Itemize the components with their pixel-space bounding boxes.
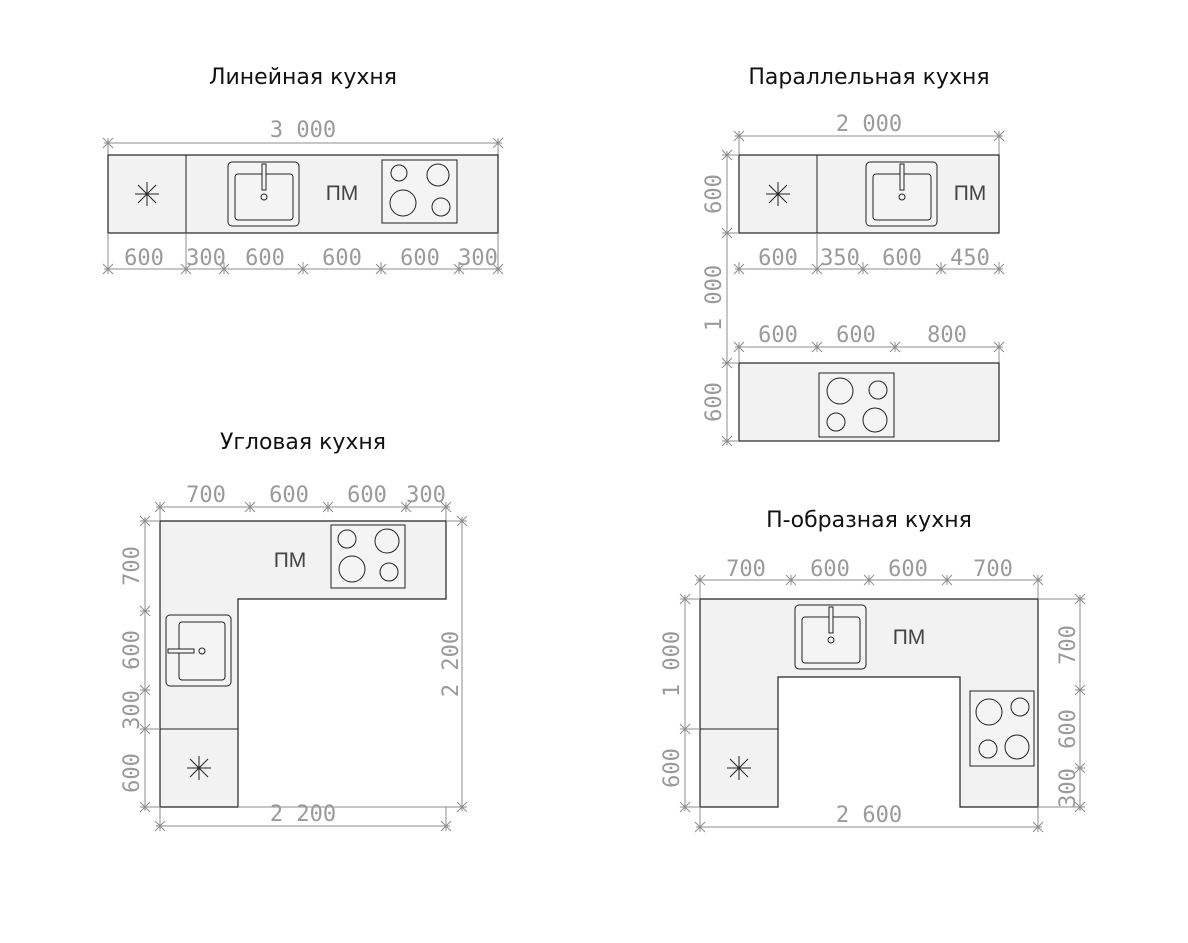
u-top-segment-dimension: 600 — [888, 557, 928, 582]
linear-total-dimension: 3 000 — [270, 118, 336, 143]
parallel-top-segment-dimension: 600 — [758, 246, 798, 271]
u-shaped-kitchen: П-образная кухня 700 600 600 700 ПМ — [660, 508, 1086, 833]
corner-kitchen: Угловая кухня 700 600 600 300 ПМ — [120, 430, 468, 832]
u-right-segment-dimension: 600 — [1056, 709, 1081, 749]
parallel-bottom-segment-dimension: 600 — [836, 323, 876, 348]
linear-segment-dimension: 600 — [124, 246, 164, 271]
sink-icon — [165, 614, 232, 687]
parallel-kitchen-title: Параллельная кухня — [748, 65, 989, 90]
u-right-segment-dimension: 300 — [1056, 768, 1081, 808]
corner-top-segment-dimension: 600 — [269, 483, 309, 508]
linear-segment-dimension: 600 — [245, 246, 285, 271]
u-top-segment-dimension: 700 — [973, 557, 1013, 582]
u-left-segment-dimension: 600 — [660, 748, 685, 788]
linear-kitchen: Линейная кухня 3 000 ПМ — [102, 65, 504, 275]
linear-segment-dimension: 600 — [400, 246, 440, 271]
corner-top-segment-dimension: 700 — [186, 483, 226, 508]
cooktop-icon — [818, 372, 895, 438]
corner-right-total-dimension: 2 200 — [439, 631, 464, 697]
fridge-icon — [766, 182, 790, 206]
corner-bottom-total-dimension: 2 200 — [270, 802, 336, 827]
parallel-top-depth-dimension: 600 — [702, 174, 727, 214]
fridge-icon — [187, 756, 211, 780]
corner-left-segment-dimension: 300 — [120, 690, 145, 730]
parallel-dishwasher-label: ПМ — [954, 182, 987, 205]
u-countertop — [699, 598, 1039, 808]
corner-dishwasher-label: ПМ — [274, 549, 307, 572]
linear-segment-dimension: 300 — [186, 246, 226, 271]
corner-top-segment-dimension: 600 — [347, 483, 387, 508]
parallel-gap-dimension: 1 000 — [702, 265, 727, 331]
u-right-segment-dimension: 700 — [1056, 625, 1081, 665]
sink-icon — [227, 161, 300, 227]
fridge-icon — [135, 182, 159, 206]
linear-kitchen-title: Линейная кухня — [209, 65, 397, 90]
linear-segment-dimension: 600 — [322, 246, 362, 271]
cooktop-icon — [969, 690, 1035, 767]
parallel-bottom-segment-dimension: 600 — [758, 323, 798, 348]
corner-left-segment-dimension: 600 — [120, 753, 145, 793]
parallel-total-dimension: 2 000 — [836, 112, 902, 137]
parallel-top-segment-dimension: 600 — [882, 246, 922, 271]
fridge-icon — [727, 756, 751, 780]
parallel-bottom-segment-dimension: 800 — [927, 323, 967, 348]
corner-left-segment-dimension: 600 — [120, 630, 145, 670]
sink-icon — [794, 604, 867, 670]
corner-left-segment-dimension: 700 — [120, 546, 145, 586]
corner-kitchen-title: Угловая кухня — [220, 430, 386, 455]
sink-icon — [865, 161, 938, 227]
u-kitchen-title: П-образная кухня — [766, 508, 972, 533]
linear-segment-dimension: 300 — [458, 246, 498, 271]
linear-dishwasher-label: ПМ — [326, 182, 359, 205]
corner-top-segment-dimension: 300 — [406, 483, 446, 508]
u-bottom-total-dimension: 2 600 — [836, 803, 902, 828]
u-top-segment-dimension: 700 — [726, 557, 766, 582]
parallel-top-segment-dimension: 450 — [950, 246, 990, 271]
u-dishwasher-label: ПМ — [893, 626, 926, 649]
cooktop-icon — [330, 524, 406, 589]
u-top-segment-dimension: 600 — [810, 557, 850, 582]
u-left-segment-dimension: 1 000 — [660, 631, 685, 697]
parallel-kitchen: Параллельная кухня 2 000 ПМ 600 — [702, 65, 1005, 447]
parallel-bottom-depth-dimension: 600 — [702, 382, 727, 422]
cooktop-icon — [381, 159, 458, 224]
parallel-top-segment-dimension: 350 — [820, 246, 860, 271]
